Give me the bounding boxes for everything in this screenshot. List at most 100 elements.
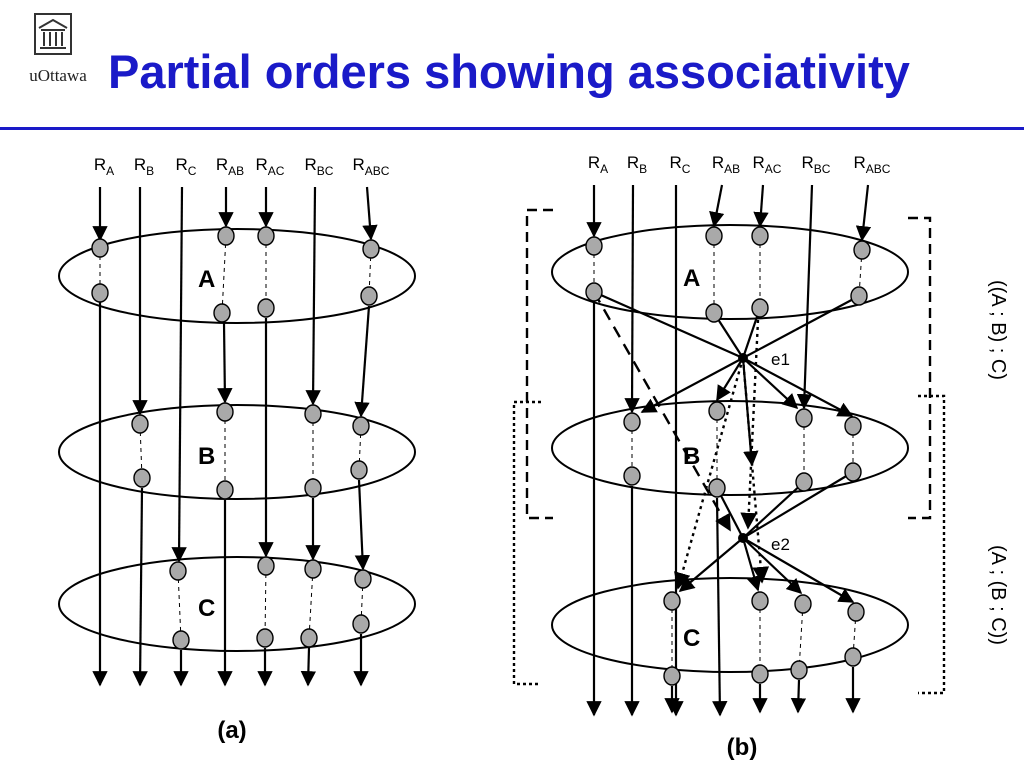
edge-out-e2-2 xyxy=(742,537,803,595)
event-node-a-4-0 xyxy=(257,226,275,246)
event-node-b-b6 xyxy=(795,472,813,492)
event-node-b-a8 xyxy=(850,286,868,306)
event-label-e2: e2 xyxy=(771,535,790,554)
edge-e1-down xyxy=(741,357,759,467)
group-ellipse-a-C xyxy=(58,556,416,652)
group-ellipse-a-B xyxy=(58,404,416,500)
event-node-b-b2 xyxy=(623,466,641,486)
bracket-top-right xyxy=(908,216,932,520)
replica-label-b: RB xyxy=(134,155,154,178)
edge-in-e1-a2 xyxy=(593,290,744,360)
event-node-a-2-1 xyxy=(172,630,190,650)
group-label-a-B: B xyxy=(198,443,215,470)
edge-out-e1-2 xyxy=(742,357,799,410)
timeline-a-6-0 xyxy=(362,186,378,241)
edge-in-e1-2 xyxy=(742,295,860,359)
event-node-b-c1 xyxy=(663,591,681,611)
panel-caption-b: (b) xyxy=(727,734,758,761)
event-node-b-b4 xyxy=(708,478,726,498)
event-node-b-c2 xyxy=(663,666,681,686)
event-node-a-6-0 xyxy=(362,239,380,259)
replica-timelines xyxy=(92,184,872,717)
event-node-a-1-0 xyxy=(131,414,149,434)
event-node-a-5-1 xyxy=(304,478,322,498)
timeline-a-6-2 xyxy=(354,479,371,571)
edge-dashed-a-e2 xyxy=(592,291,732,532)
event-node-b-c6 xyxy=(790,660,808,680)
group-label-a-A: A xyxy=(198,266,215,293)
edge-in-e2-1 xyxy=(742,481,805,539)
event-node-b-b8 xyxy=(844,462,862,482)
bracket-bottom-left xyxy=(512,400,541,686)
timeline-b-10 xyxy=(790,679,807,714)
event-node-a-4-2 xyxy=(257,556,275,576)
timeline-a-5-0 xyxy=(305,186,321,406)
edge-out-e2-0 xyxy=(678,537,744,592)
event-node-a-3-0 xyxy=(217,226,235,246)
edge-in-e2-2 xyxy=(742,471,854,539)
edge-out-e1-0 xyxy=(640,357,744,413)
event-node-a-1-1 xyxy=(133,468,151,488)
group-label-b-B: B xyxy=(683,443,700,470)
replica-label-c: RC xyxy=(176,155,197,178)
group-label-b-A: A xyxy=(683,265,700,292)
bracket-bottom-right xyxy=(918,394,946,695)
replica-label-b: RB xyxy=(627,153,647,176)
replica-label-abc: RABC xyxy=(353,155,390,178)
timeline-a-1-1 xyxy=(132,487,148,687)
event-edges xyxy=(592,290,860,603)
event-nodes xyxy=(91,226,871,686)
replica-label-abc: RABC xyxy=(854,153,891,176)
timeline-b-2 xyxy=(624,184,640,414)
event-node-a-5-2 xyxy=(304,559,322,579)
event-node-a-6-2 xyxy=(352,416,370,436)
event-node-b-c4 xyxy=(751,664,769,684)
dashed-link-a-5-2 xyxy=(308,568,314,639)
bracket-label-bottom: (A ; (B ; C)) xyxy=(987,545,1009,645)
event-node-b-a6 xyxy=(751,298,769,318)
event-node-a-0-0 xyxy=(91,238,109,258)
event-node-b-a5 xyxy=(751,226,769,246)
event-node-a-5-3 xyxy=(300,628,318,648)
group-ellipse-b-C xyxy=(551,577,909,673)
group-ellipse-b-A xyxy=(551,224,909,320)
timeline-b-5 xyxy=(709,184,725,228)
timeline-a-6-1 xyxy=(354,305,371,418)
event-node-b-c7 xyxy=(847,602,865,622)
edge-dotted-e1-c2 xyxy=(741,357,770,584)
timeline-a-3-1 xyxy=(217,322,233,404)
event-node-b-b3 xyxy=(708,401,726,421)
replica-label-ab: RAB xyxy=(216,155,244,178)
bracket-label-top: ((A ; B) ; C) xyxy=(987,280,1009,380)
edge-dotted-e1-c xyxy=(674,357,745,590)
group-ellipse-a-A xyxy=(58,228,416,324)
event-node-b-c5 xyxy=(794,594,812,614)
replica-label-c: RC xyxy=(670,153,691,176)
event-node-b-b7 xyxy=(844,416,862,436)
event-node-a-0-1 xyxy=(91,283,109,303)
group-label-b-C: C xyxy=(683,625,700,652)
uottawa-logo: uOttawa xyxy=(8,8,98,88)
replica-label-ac: RAC xyxy=(753,153,782,176)
event-node-b-b5 xyxy=(795,408,813,428)
event-node-a-6-3 xyxy=(350,460,368,480)
brackets xyxy=(512,208,946,695)
event-node-b-a4 xyxy=(705,303,723,323)
dashed-link-b-10 xyxy=(798,603,804,671)
logo-text: uOttawa xyxy=(29,66,87,85)
timeline-b-6 xyxy=(712,497,728,717)
event-node-a-5-0 xyxy=(304,404,322,424)
timeline-b-7 xyxy=(753,184,769,228)
event-node-a-3-3 xyxy=(216,480,234,500)
event-e2 xyxy=(738,533,748,543)
timeline-a-5-2 xyxy=(300,647,317,687)
event-node-a-4-3 xyxy=(256,628,274,648)
event-node-a-6-5 xyxy=(352,614,370,634)
timeline-a-2-0 xyxy=(171,186,187,563)
event-node-b-a2 xyxy=(585,282,603,302)
title-divider xyxy=(0,127,1024,130)
replica-label-a: RA xyxy=(94,155,114,178)
replica-label-ac: RAC xyxy=(256,155,285,178)
event-node-a-4-1 xyxy=(257,298,275,318)
